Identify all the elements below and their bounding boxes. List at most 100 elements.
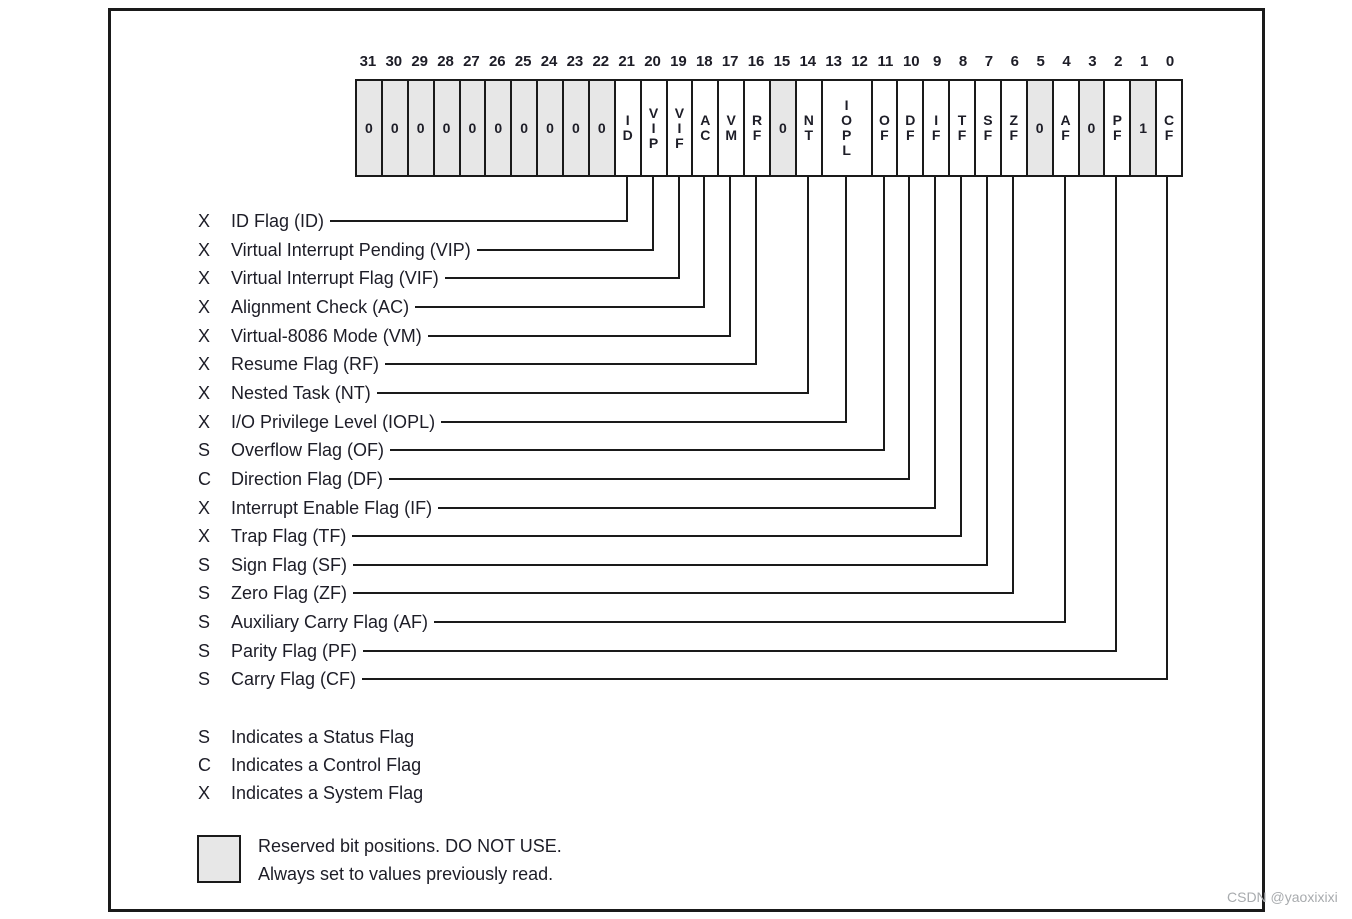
bit-number-16: 16 — [747, 53, 765, 70]
connector-hline — [390, 449, 885, 451]
bit-number-25: 25 — [514, 53, 532, 70]
register-cell-bit-0: C F — [1157, 81, 1181, 175]
bit-number-9: 9 — [933, 53, 942, 70]
legend-text: Indicates a Control Flag — [231, 754, 422, 775]
reserved-note: Reserved bit positions. DO NOT USE. Alwa… — [258, 832, 562, 888]
bit-number-21: 21 — [618, 53, 636, 70]
connector-line-sf — [986, 177, 988, 566]
connector-hline — [330, 220, 628, 222]
connector-hline — [363, 650, 1117, 652]
flag-type-letter: X — [198, 267, 211, 288]
bit-number-11: 11 — [877, 53, 894, 70]
register-cell-bit-16: R F — [745, 81, 771, 175]
register-cell-bit-5: 0 — [1027, 81, 1054, 175]
bit-number-17: 17 — [721, 53, 739, 70]
connector-hline — [441, 421, 847, 423]
legend-letter: X — [198, 782, 211, 803]
legend-letter: C — [198, 754, 211, 775]
flag-label: Virtual Interrupt Flag (VIF) — [231, 267, 439, 288]
connector-line-af — [1064, 177, 1066, 623]
register-cell-bit-31: 0 — [357, 81, 383, 175]
connector-line-pf — [1115, 177, 1117, 652]
flag-type-letter: X — [198, 325, 211, 346]
flag-label: Auxiliary Carry Flag (AF) — [231, 611, 429, 632]
flag-label: Virtual-8086 Mode (VM) — [231, 325, 422, 346]
bit-number-19: 19 — [670, 53, 687, 70]
flag-label: Overflow Flag (OF) — [231, 439, 385, 460]
register-cell-bit-23: 0 — [564, 81, 590, 175]
bit-number-7: 7 — [984, 53, 994, 70]
flag-row-if: X Interrupt Enable Flag (IF) — [198, 495, 936, 521]
bit-number-12: 12 — [851, 53, 868, 70]
bit-number-1: 1 — [1140, 53, 1149, 70]
flag-label: I/O Privilege Level (IOPL) — [231, 411, 436, 432]
connector-hline — [362, 678, 1168, 680]
connector-line-ac — [703, 177, 705, 308]
connector-hline — [476, 249, 654, 251]
register-cell-bit-1: 1 — [1131, 81, 1158, 175]
legend-text: Indicates a System Flag — [231, 782, 424, 803]
bit-number-26: 26 — [488, 53, 506, 70]
bit-number-20: 20 — [644, 53, 661, 70]
connector-line-vm — [729, 177, 731, 337]
reserved-note-line2: Always set to values previously read. — [258, 864, 554, 884]
flag-row-iopl: X I/O Privilege Level (IOPL) — [198, 409, 847, 435]
flag-label: Direction Flag (DF) — [231, 468, 384, 489]
register-cell-bit-20: V I P — [641, 81, 668, 175]
register-cell-bit-14: N T — [796, 81, 823, 175]
register-cell-bit-9: I F — [924, 81, 951, 175]
register-cell-bit-15: 0 — [771, 81, 797, 175]
flag-type-letter: S — [198, 582, 211, 603]
connector-line-of — [883, 177, 885, 451]
flag-label: Trap Flag (TF) — [231, 525, 347, 546]
reserved-bit-swatch — [197, 835, 241, 883]
register-cell-bit-28: 0 — [434, 81, 461, 175]
connector-line-tf — [960, 177, 962, 537]
connector-hline — [438, 507, 936, 509]
register-cell-bit-3: 0 — [1079, 81, 1106, 175]
flag-label: Interrupt Enable Flag (IF) — [231, 497, 433, 518]
connector-line-vif — [678, 177, 680, 279]
flag-type-letter: X — [198, 497, 211, 518]
connector-line-if — [934, 177, 936, 509]
register-cell-bit-29: 0 — [408, 81, 435, 175]
register-cell-bit-13-12: I O P L — [822, 81, 873, 175]
connector-hline — [385, 363, 757, 365]
flag-type-letter: X — [198, 411, 211, 432]
bit-number-15: 15 — [773, 53, 791, 70]
register-cell-bit-6: Z F — [1001, 81, 1028, 175]
connector-hline — [415, 306, 705, 308]
register-cell-bit-26: 0 — [486, 81, 513, 175]
register-cell-bit-24: 0 — [538, 81, 564, 175]
flag-type-letter: S — [198, 611, 211, 632]
flag-label: Alignment Check (AC) — [231, 296, 410, 317]
legend-letter: S — [198, 726, 211, 747]
flag-type-letter: C — [198, 468, 211, 489]
bit-number-8: 8 — [958, 53, 968, 70]
bit-number-13: 13 — [825, 53, 843, 70]
register-cell-bit-8: T F — [950, 81, 976, 175]
bit-number-4: 4 — [1062, 53, 1071, 70]
flag-label: Carry Flag (CF) — [231, 668, 356, 689]
connector-line-iopl — [845, 177, 847, 423]
bit-number-29: 29 — [411, 53, 429, 70]
legend-row-c: C Indicates a Control Flag — [198, 752, 421, 778]
bit-number-22: 22 — [592, 53, 610, 70]
flag-row-vif: X Virtual Interrupt Flag (VIF) — [198, 265, 680, 291]
bit-number-28: 28 — [437, 53, 454, 70]
watermark: CSDN @yaoxixixi — [1227, 889, 1338, 905]
register-cell-bit-7: S F — [976, 81, 1002, 175]
flag-type-letter: X — [198, 382, 211, 403]
bit-number-6: 6 — [1010, 53, 1019, 70]
register-cell-bit-19: V I F — [667, 81, 694, 175]
bit-number-14: 14 — [799, 53, 817, 70]
connector-line-id — [626, 177, 628, 222]
